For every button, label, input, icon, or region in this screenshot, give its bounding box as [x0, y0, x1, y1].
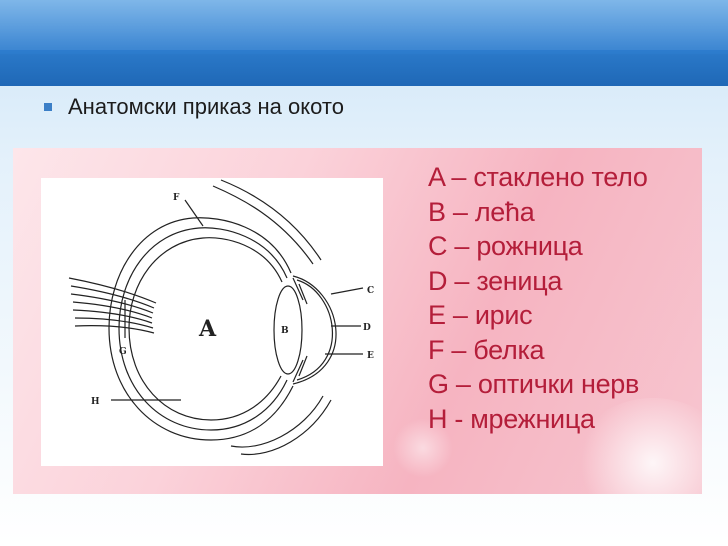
title-bar-band: [0, 54, 728, 86]
eye-diagram-svg: F C D E G H B A: [68, 179, 374, 456]
label-g: G: [119, 347, 127, 357]
title-bar: [0, 0, 728, 86]
legend-item: G – оптички нерв: [428, 369, 640, 399]
label-h: H: [91, 397, 100, 407]
legend-item: C – рожница: [428, 231, 583, 261]
legend-item: B – лећа: [428, 196, 535, 227]
legend-item: F – белка: [428, 334, 545, 365]
glow-decoration: [393, 418, 453, 478]
bullet-item: Анатомски приказ на окото: [44, 94, 344, 120]
legend-list: A – стаклено тело B – лећа C – рожница D…: [428, 160, 648, 436]
legend-item: A – стаклено тело: [428, 162, 648, 192]
eye-figure: F C D E G H B A A – стаклено тело B – ле…: [13, 148, 702, 494]
label-a: A: [198, 316, 217, 342]
bullet-square-icon: [44, 103, 52, 111]
label-d: D: [363, 323, 371, 333]
eye-diagram: F C D E G H B A: [41, 178, 383, 466]
title-bar-sheen: [0, 0, 728, 50]
legend-item: E – ирис: [428, 300, 533, 330]
label-f: F: [173, 193, 180, 203]
legend-item: H - мрежница: [428, 403, 595, 434]
label-b: B: [281, 326, 289, 336]
label-e: E: [367, 351, 374, 361]
legend-item: D – зеница: [428, 265, 563, 296]
bullet-text: Анатомски приказ на окото: [68, 94, 344, 119]
label-c: C: [367, 286, 374, 296]
